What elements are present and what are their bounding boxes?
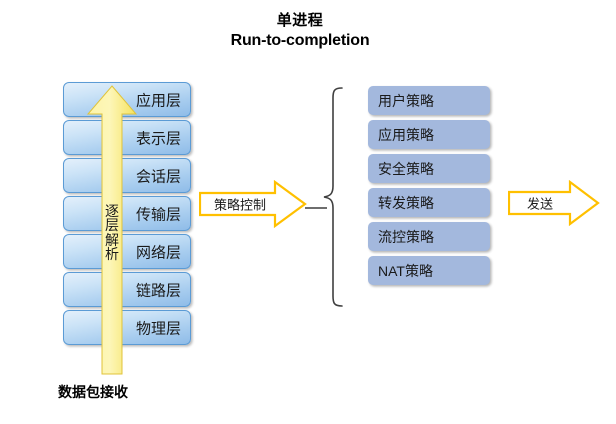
osi-layer-stack: 应用层 表示层 会话层 传输层 网络层 链路层 物理层	[63, 82, 191, 348]
send-arrow[interactable]: 发送	[508, 180, 600, 226]
policy-item-label: 用户策略	[378, 92, 434, 109]
diagram-title: 单进程 Run-to-completion	[168, 12, 432, 51]
policy-control-arrow-shape	[199, 180, 307, 228]
policy-group-brace	[322, 86, 344, 308]
layer-parsing-up-arrow: 逐 层 解 析	[86, 84, 138, 376]
policy-item-nat[interactable]: NAT策略	[368, 256, 490, 285]
arrow-to-brace-connector	[305, 198, 327, 209]
osi-layer-label: 表示层	[135, 130, 181, 147]
policy-control-arrow-label: 策略控制	[213, 197, 266, 213]
policy-item-label: 流控策略	[378, 228, 434, 245]
up-arrow-shape	[86, 85, 138, 375]
osi-layer-box-datalink[interactable]: 链路层	[63, 272, 191, 307]
policy-item-application[interactable]: 应用策略	[368, 120, 490, 149]
osi-layer-label: 链路层	[135, 282, 181, 299]
policy-item-user[interactable]: 用户策略	[368, 86, 490, 115]
send-arrow-shape	[508, 180, 600, 226]
send-arrow-label: 发送	[526, 196, 553, 212]
policy-item-security[interactable]: 安全策略	[368, 154, 490, 183]
policy-control-arrow[interactable]: 策略控制	[199, 180, 307, 228]
osi-layer-label: 物理层	[135, 320, 181, 337]
policy-item-flow-control[interactable]: 流控策略	[368, 222, 490, 251]
policy-item-label: 应用策略	[378, 126, 434, 143]
osi-layer-box-physical[interactable]: 物理层	[63, 310, 191, 345]
title-line-secondary: Run-to-completion	[230, 31, 370, 49]
osi-layer-box-network[interactable]: 网络层	[63, 234, 191, 269]
policy-list: 用户策略 应用策略 安全策略 转发策略 流控策略 NAT策略	[368, 86, 490, 290]
osi-layer-label: 会话层	[135, 168, 181, 185]
policy-item-label: 转发策略	[378, 194, 434, 211]
osi-layer-label: 应用层	[135, 92, 181, 109]
title-line-primary: 单进程	[276, 12, 324, 29]
policy-item-label: NAT策略	[378, 262, 433, 279]
osi-layer-label: 网络层	[135, 244, 181, 261]
policy-item-forwarding[interactable]: 转发策略	[368, 188, 490, 217]
up-arrow-label-char-1: 逐	[105, 203, 119, 219]
policy-item-label: 安全策略	[378, 160, 434, 177]
up-arrow-label-char-4: 析	[105, 245, 119, 262]
packet-receive-caption: 数据包接收	[58, 384, 128, 400]
osi-layer-box-presentation[interactable]: 表示层	[63, 120, 191, 155]
up-arrow-label: 逐 层 解 析	[86, 204, 138, 261]
osi-layer-box-transport[interactable]: 传输层	[63, 196, 191, 231]
up-arrow-label-char-2: 层	[105, 217, 119, 234]
up-arrow-label-char-3: 解	[105, 231, 119, 248]
brace-shape	[323, 87, 343, 307]
osi-layer-box-session[interactable]: 会话层	[63, 158, 191, 193]
osi-layer-label: 传输层	[135, 206, 181, 223]
